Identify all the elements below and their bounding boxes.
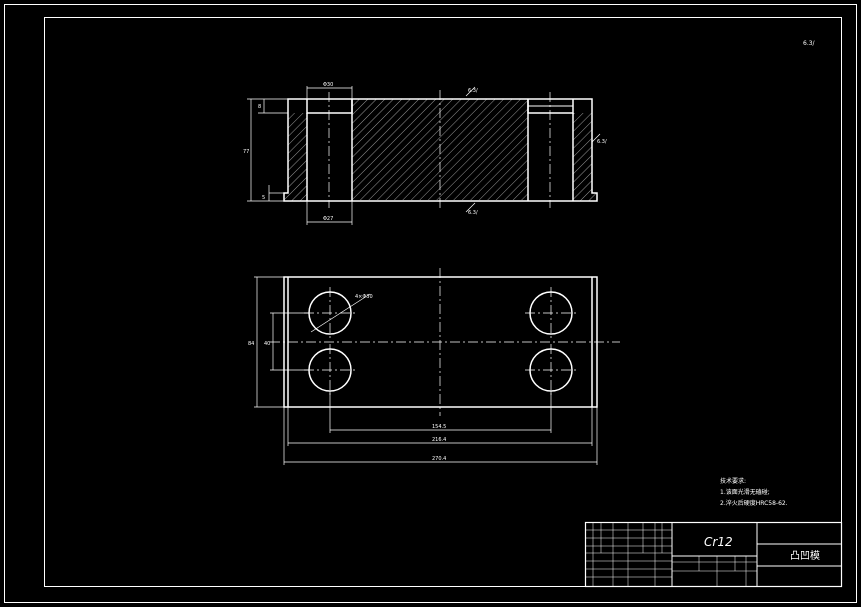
dim-inner-width: 216.4: [432, 437, 446, 443]
notes-heading: 技术要求:: [720, 477, 746, 485]
dim-hole-diameter: 4×Φ30: [355, 294, 373, 300]
notes-line-1: 1.该面光滑无磕碰;: [720, 488, 770, 496]
surface-callout-bottom: 6.3/: [468, 210, 478, 216]
dim-overall-width: 270.4: [432, 456, 446, 462]
roughness-mark: 6.3/: [803, 40, 816, 47]
dim-overall-height: 84: [248, 341, 254, 347]
hatch-right-flange: [573, 193, 596, 201]
dim-hole-spacing-x: 154.5: [432, 424, 446, 430]
hatch-left-wall: [288, 113, 307, 193]
title-block: [584, 521, 843, 588]
surface-callout-right: 6.3/: [597, 139, 607, 145]
notes-line-2: 2.淬火后硬度HRC58-62.: [720, 499, 788, 507]
surface-callout-top: 6.3/: [468, 88, 478, 94]
dim-hole-spacing-y: 40: [264, 341, 270, 347]
hatch-right-wall: [573, 113, 592, 193]
section-outline: [283, 98, 598, 202]
dim-counterbore-depth: 8: [258, 104, 261, 110]
outer-border: [4, 4, 857, 603]
material-label: Cr12: [704, 535, 733, 549]
inner-border: [44, 17, 842, 587]
dim-total-height: 77: [243, 149, 249, 155]
part-name: 凸凹模: [790, 550, 820, 562]
dim-flange-height: 5: [262, 195, 265, 201]
counterbore-left: [306, 99, 353, 114]
dim-bottom-bore: Φ27: [323, 216, 333, 222]
dim-top-bore: Φ30: [323, 82, 333, 88]
hatch-left-flange: [284, 193, 307, 201]
